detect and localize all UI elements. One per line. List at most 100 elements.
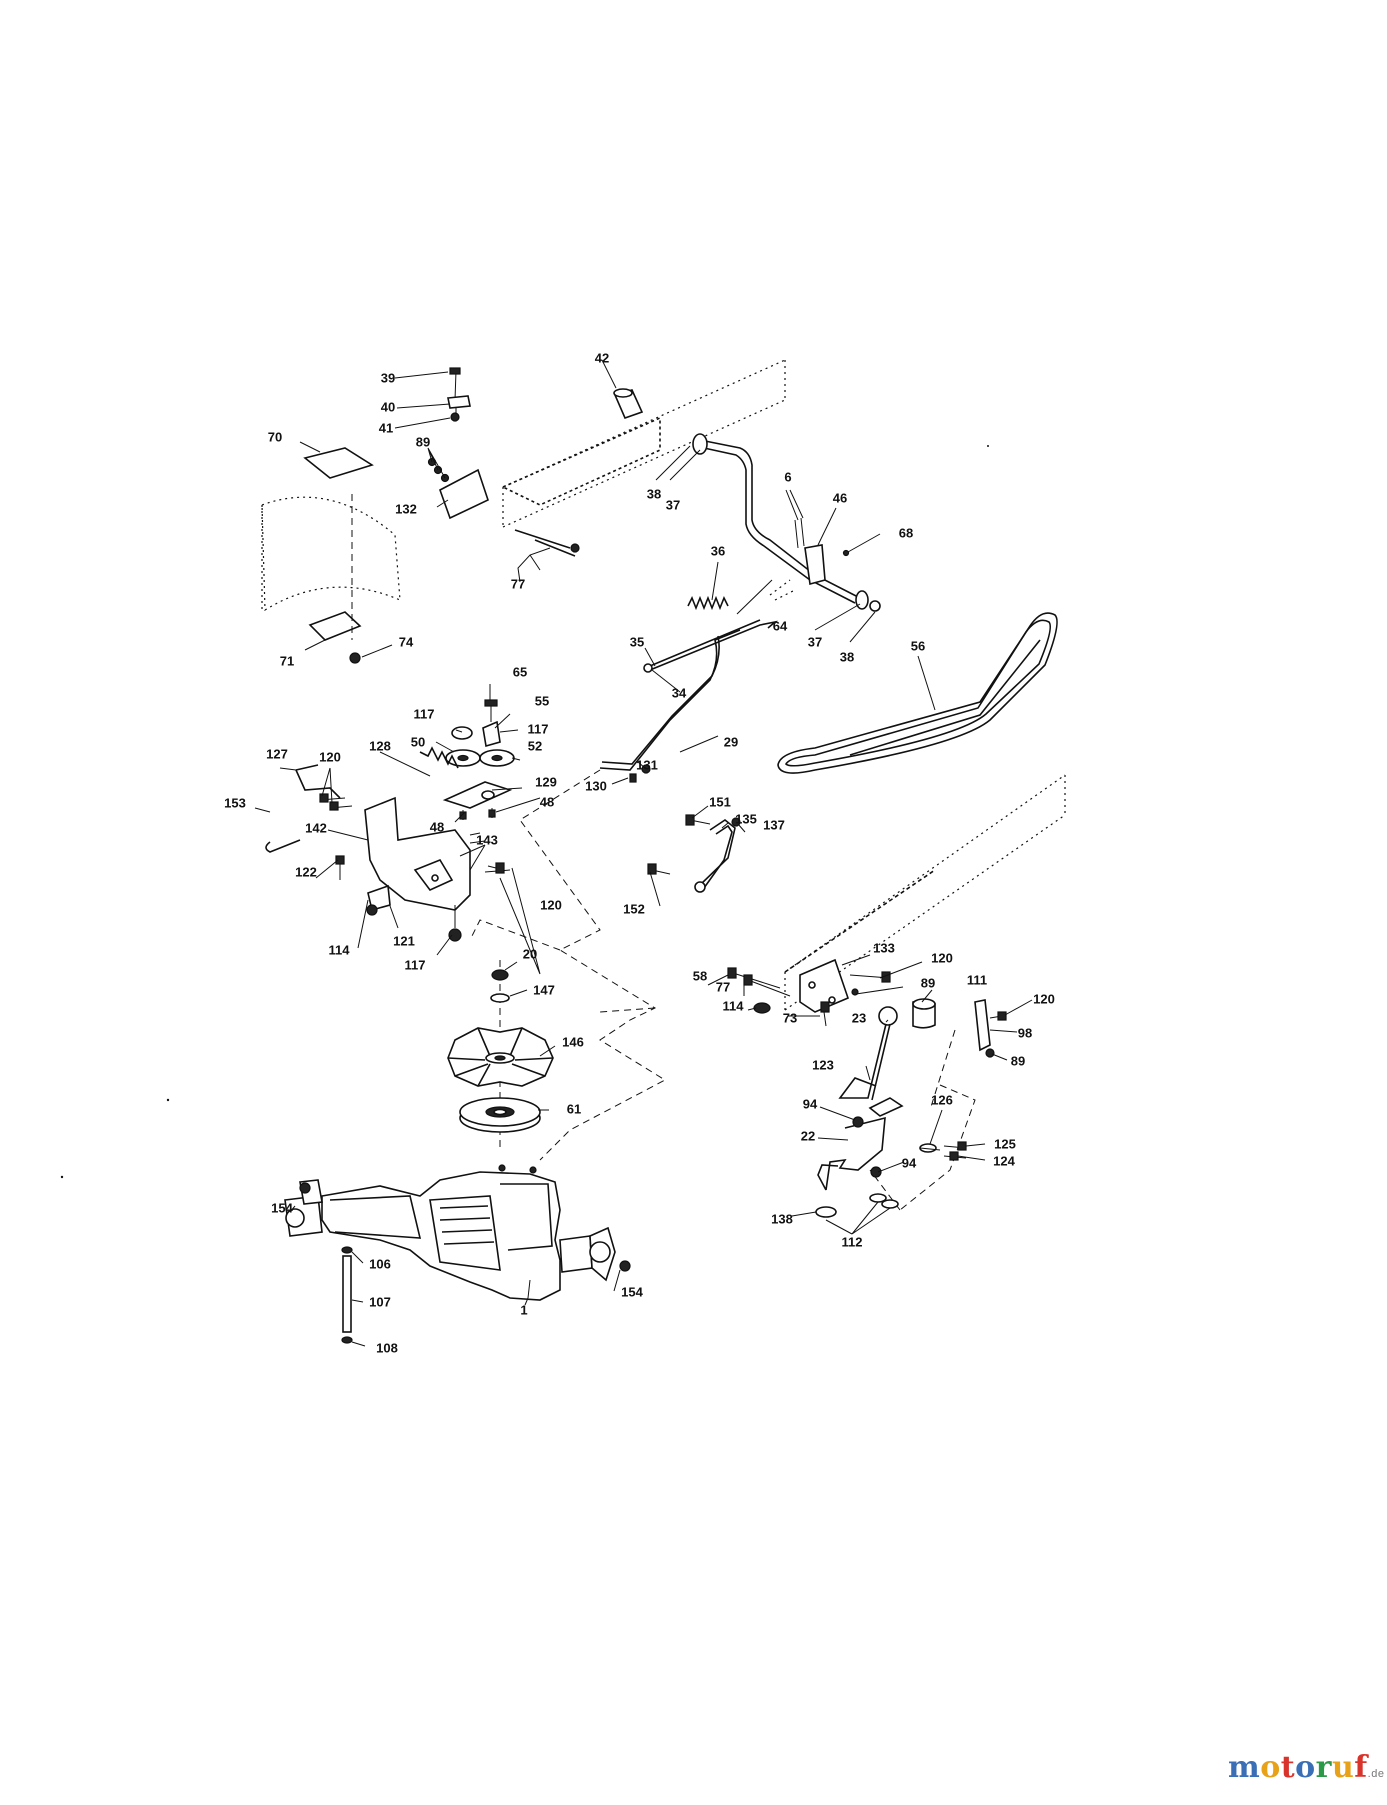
bracket-133 xyxy=(727,958,891,1027)
callout-152: 152 xyxy=(623,901,645,917)
callout-153: 153 xyxy=(224,795,246,811)
callout-23: 23 xyxy=(851,1010,867,1026)
callout-50: 50 xyxy=(410,734,426,750)
callout-64: 64 xyxy=(772,618,788,634)
callout-38b: 38 xyxy=(839,649,855,665)
watermark-letter: f xyxy=(1354,1750,1368,1785)
callout-154b: 154 xyxy=(621,1284,643,1300)
callout-71: 71 xyxy=(279,653,295,669)
callout-117: 117 xyxy=(413,706,435,722)
callout-89: 89 xyxy=(415,434,431,450)
callout-22: 22 xyxy=(800,1128,816,1144)
belt-56 xyxy=(777,612,1058,774)
spring-36 xyxy=(687,595,729,611)
callout-34: 34 xyxy=(671,685,687,701)
callout-55: 55 xyxy=(534,693,550,709)
callout-127: 127 xyxy=(266,746,288,762)
callout-29: 29 xyxy=(723,734,739,750)
callout-39: 39 xyxy=(380,370,396,386)
cross-shaft xyxy=(613,388,881,612)
callout-122: 122 xyxy=(295,864,317,880)
callout-146: 146 xyxy=(562,1034,584,1050)
callout-48: 48 xyxy=(539,794,555,810)
callout-107: 107 xyxy=(369,1294,391,1310)
rod-107 xyxy=(341,1246,353,1344)
callout-70: 70 xyxy=(267,429,283,445)
callout-106: 106 xyxy=(369,1256,391,1272)
callout-6: 6 xyxy=(784,469,792,485)
callout-111: 111 xyxy=(966,972,988,988)
callout-138: 138 xyxy=(771,1211,793,1227)
callout-65: 65 xyxy=(512,664,528,680)
callout-37: 37 xyxy=(665,497,681,513)
watermark-letter: r xyxy=(1315,1750,1332,1785)
callout-89c: 89 xyxy=(1010,1053,1026,1069)
callout-89b: 89 xyxy=(920,975,936,991)
callout-38: 38 xyxy=(646,486,662,502)
callout-121: 121 xyxy=(393,933,415,949)
callout-46: 46 xyxy=(832,490,848,506)
callout-58: 58 xyxy=(692,968,708,984)
callout-98: 98 xyxy=(1017,1025,1033,1041)
callout-35: 35 xyxy=(629,634,645,650)
callout-41: 41 xyxy=(378,420,394,436)
callout-143: 143 xyxy=(476,832,498,848)
callout-120d: 120 xyxy=(1033,991,1055,1007)
callout-56: 56 xyxy=(910,638,926,654)
transaxle-1 xyxy=(284,1164,631,1301)
callout-129: 129 xyxy=(535,774,557,790)
callout-135: 135 xyxy=(735,811,757,827)
watermark-suffix: .de xyxy=(1367,1768,1385,1780)
linkage-135 xyxy=(647,814,741,893)
callout-68: 68 xyxy=(898,525,914,541)
callout-117b: 117 xyxy=(527,721,549,737)
callout-114: 114 xyxy=(328,942,350,958)
callout-151: 151 xyxy=(709,794,731,810)
callout-77b: 77 xyxy=(715,979,731,995)
bracket-132 xyxy=(427,367,580,557)
callout-142: 142 xyxy=(305,820,327,836)
callout-94: 94 xyxy=(802,1096,818,1112)
callout-120c: 120 xyxy=(931,950,953,966)
callout-61: 61 xyxy=(566,1101,582,1117)
watermark-letter: t xyxy=(1280,1750,1296,1785)
watermark-text: motoruf xyxy=(1228,1750,1368,1785)
callout-154: 154 xyxy=(271,1200,293,1216)
callout-117c: 117 xyxy=(404,957,426,973)
shift-lever-assembly xyxy=(838,998,1007,1211)
callout-125: 125 xyxy=(994,1136,1016,1152)
watermark-letter: m xyxy=(1228,1750,1261,1785)
callout-126: 126 xyxy=(931,1092,953,1108)
callout-137: 137 xyxy=(763,817,785,833)
plate-70 xyxy=(303,447,374,479)
idler-assembly xyxy=(419,699,515,820)
frame-rail-upper xyxy=(501,359,786,528)
plate-71 xyxy=(308,611,362,641)
callout-73: 73 xyxy=(782,1010,798,1026)
callout-74: 74 xyxy=(398,634,414,650)
bracket-22 xyxy=(815,1116,967,1218)
frame-rail-right xyxy=(784,774,1066,1011)
callout-20: 20 xyxy=(522,946,538,962)
fender-body xyxy=(261,447,401,664)
callout-36: 36 xyxy=(710,543,726,559)
callout-112: 112 xyxy=(841,1234,863,1250)
callout-94b: 94 xyxy=(901,1155,917,1171)
watermark-letter: u xyxy=(1331,1750,1355,1785)
callout-132: 132 xyxy=(395,501,417,517)
callout-37b: 37 xyxy=(807,634,823,650)
callout-120b: 120 xyxy=(540,897,562,913)
callout-130: 130 xyxy=(585,778,607,794)
watermark-letter: o xyxy=(1295,1750,1316,1785)
callout-42: 42 xyxy=(594,350,610,366)
dashed-linkage xyxy=(469,769,667,1161)
leader-lines xyxy=(254,359,1033,1347)
callout-147: 147 xyxy=(533,982,555,998)
watermark-letter: o xyxy=(1260,1750,1281,1785)
callout-1: 1 xyxy=(520,1302,528,1318)
rods xyxy=(599,579,796,783)
fan-pulley-stack xyxy=(447,960,554,1150)
callout-124: 124 xyxy=(993,1153,1015,1169)
callout-114b: 114 xyxy=(722,998,744,1014)
